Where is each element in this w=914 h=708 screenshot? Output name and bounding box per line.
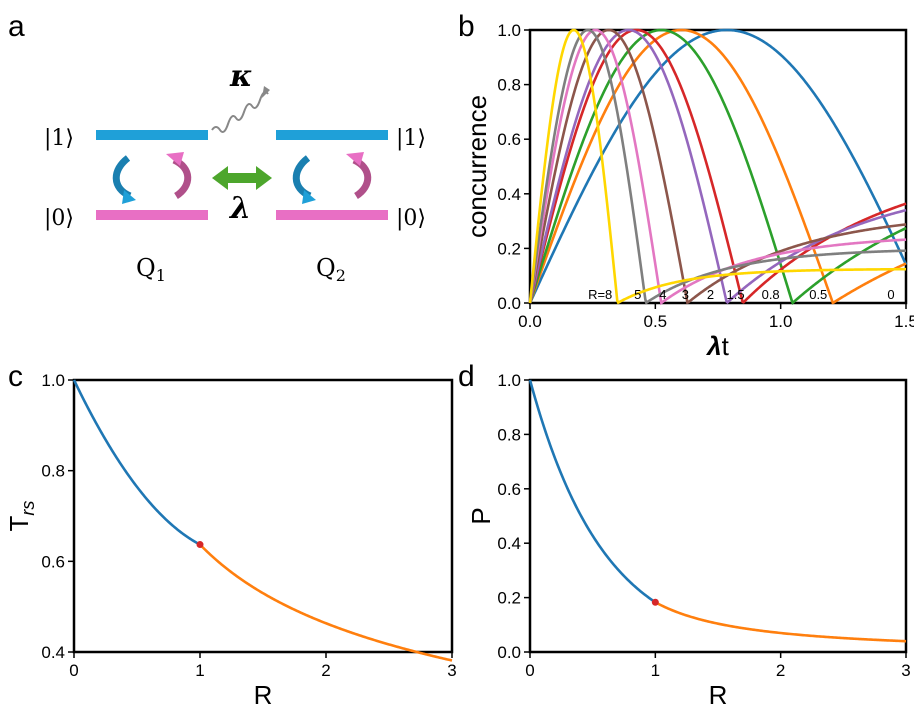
panel-label-a: a: [8, 10, 25, 43]
r-value-label: 5: [634, 287, 641, 302]
x-tick-label: 3: [447, 661, 456, 680]
r-value-label: R=8: [588, 287, 612, 302]
q1-label: Q1: [136, 254, 166, 285]
y-tick-label: 0.8: [497, 425, 521, 444]
crossover-marker: [651, 598, 659, 606]
q2-level-1: [276, 130, 388, 140]
r-value-label: 2: [707, 287, 714, 302]
y-axis-label: concurrence: [462, 95, 492, 238]
q2-label: Q2: [316, 254, 346, 285]
series-line-R3: [528, 28, 907, 305]
x-axis-label: R: [254, 680, 273, 708]
ket-1-right: |1⟩: [396, 126, 426, 151]
series-line-low-R: [72, 379, 201, 546]
y-tick-label: 0.6: [497, 130, 521, 149]
x-tick-label: 0: [525, 661, 534, 680]
r-value-label: 0: [887, 287, 894, 302]
decay-arrow-icon-q1: [112, 155, 132, 200]
y-tick-label: 0.4: [497, 534, 521, 553]
p-chart: 0 1 2 3 0.0 0.2 0.4 0.6 0.8 1.0R P: [466, 371, 911, 708]
series-line-R8: [528, 28, 906, 305]
panel-label-d: d: [458, 360, 475, 393]
concurrence-chart: 0.0 0.5 1.0 1.5 0.0 0.2 0.4 0.6 0.8 1.0 λt concurre…: [462, 21, 914, 361]
arrowhead-icon: [302, 190, 316, 204]
series-line-low-R: [528, 379, 657, 604]
x-tick-label: 0.0: [518, 312, 542, 331]
y-tick-label: 0.0: [497, 643, 521, 662]
x-tick-label: 2: [321, 661, 330, 680]
arrowhead-icon: [122, 190, 136, 204]
x-tick-label: 1: [195, 661, 204, 680]
x-tick-label: 0: [69, 661, 78, 680]
y-tick-label: 0.2: [497, 239, 521, 258]
series-line-high-R: [199, 543, 453, 662]
q1-level-0: [96, 210, 208, 220]
axes-frame: [72, 378, 454, 654]
x-axis-label: λt: [705, 331, 729, 361]
lambda-label: λ: [228, 191, 251, 226]
y-tick-label: 0.8: [41, 462, 65, 481]
y-tick-label: 0.2: [497, 589, 521, 608]
x-tick-label: 1.5: [894, 312, 914, 331]
r-value-label: 1.5: [727, 287, 745, 302]
y-axis-label: Trs: [4, 501, 38, 532]
y-tick-label: 1.0: [497, 371, 521, 390]
r-value-label: 0.5: [809, 287, 827, 302]
emission-wave-icon: [211, 91, 269, 133]
panel-label-b: b: [458, 10, 475, 43]
series-line-high-R: [654, 601, 907, 643]
q2-subscript: 2: [336, 266, 346, 285]
series-line-R2: [528, 28, 907, 305]
decay-arrow-icon-q2: [292, 155, 312, 200]
emission-arrowhead-icon: [262, 86, 270, 98]
ket-1-left: |1⟩: [44, 126, 74, 151]
ket-0-right: |0⟩: [396, 206, 426, 231]
q1-letter: Q: [136, 254, 156, 282]
crossover-marker: [196, 541, 204, 549]
y-tick-label: 1.0: [41, 371, 65, 390]
y-tick-label: 1.0: [497, 21, 521, 40]
panel-label-c: c: [8, 360, 23, 393]
x-tick-label: 3: [901, 661, 910, 680]
x-tick-label: 1: [651, 661, 660, 680]
x-axis-label: R: [709, 680, 728, 708]
arrowhead-icon: [346, 152, 364, 166]
q1-level-1: [96, 130, 208, 140]
y-tick-label: 0.6: [497, 480, 521, 499]
excite-arrow-icon-q1: [172, 156, 192, 199]
y-tick-label: 0.0: [497, 294, 521, 313]
kappa-label: κ: [229, 59, 253, 94]
y-tick-label: 0.8: [497, 76, 521, 95]
ket-0-left: |0⟩: [44, 206, 74, 231]
series-line-R0: [528, 28, 908, 304]
axes-frame: [528, 378, 908, 654]
r-value-label: 0.8: [762, 287, 780, 302]
x-tick-label: 1.0: [769, 312, 793, 331]
r-value-label: 3: [682, 287, 689, 302]
excite-arrow-icon-q2: [352, 156, 372, 199]
q1-subscript: 1: [156, 266, 166, 285]
arrowhead-icon: [166, 152, 184, 166]
series-line-R0.8: [528, 28, 907, 306]
r-value-label: 4: [659, 287, 666, 302]
coupling-arrow-icon: [212, 166, 272, 190]
x-tick-label: 0.5: [644, 312, 668, 331]
trs-chart: 0 1 2 3 0.4 0.6 0.8 1.0R Trs: [4, 371, 457, 708]
y-axis-label: P: [466, 507, 496, 524]
y-tick-label: 0.4: [41, 643, 65, 662]
series-line-R5: [528, 28, 907, 305]
y-tick-label: 0.4: [497, 185, 521, 204]
q2-level-0: [276, 210, 388, 220]
series-line-R0.5: [528, 28, 907, 305]
y-tick-label: 0.6: [41, 552, 65, 571]
x-tick-label: 2: [776, 661, 785, 680]
q2-letter: Q: [316, 254, 336, 282]
schematic: |1⟩ |0⟩ |1⟩ |0⟩ λ κ Q1 Q2: [44, 59, 426, 285]
